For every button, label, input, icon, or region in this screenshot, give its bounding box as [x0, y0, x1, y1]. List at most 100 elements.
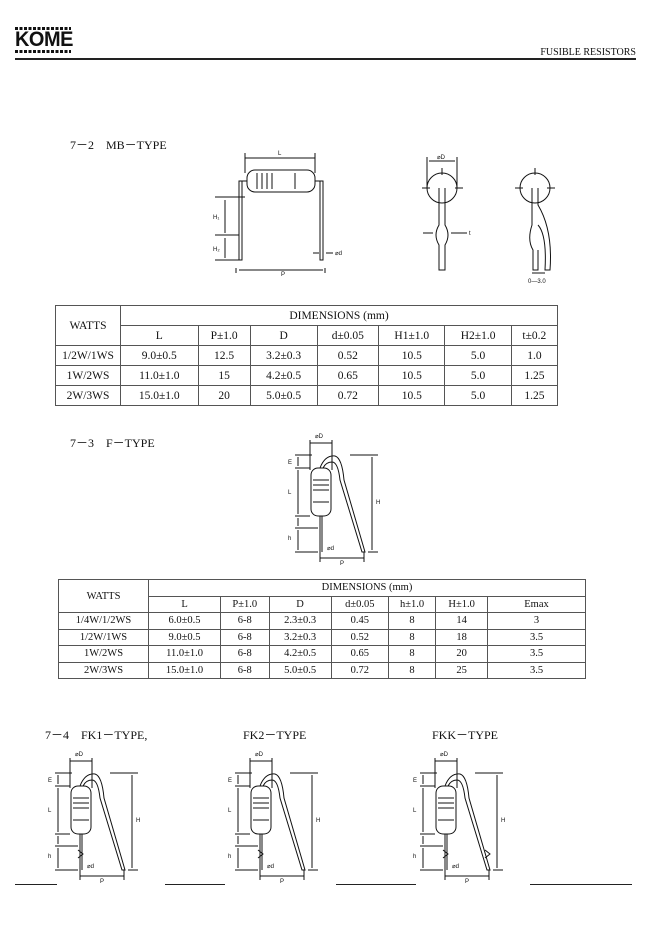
dimension-cell: 15.0±1.0: [120, 385, 199, 406]
label-D: ⌀D: [315, 434, 324, 440]
label-gap: 0—3.0: [528, 279, 546, 285]
dimension-cell: 11.0±1.0: [120, 365, 199, 386]
header-dimensions: DIMENSIONS (mm): [148, 579, 586, 597]
col-header: L: [120, 325, 199, 346]
label-E: E: [288, 460, 292, 466]
f-type-diagram: ⌀D E L h H ⌀d P: [288, 434, 380, 567]
label-D: ⌀D: [440, 752, 449, 758]
dimension-cell: 3.2±0.3: [249, 345, 318, 366]
dimension-cell: 1.25: [510, 385, 559, 406]
dimension-cell: 10.5: [378, 385, 446, 406]
watts-cell: 1/2W/1WS: [55, 345, 121, 366]
label-H: H: [501, 818, 505, 824]
label-h: h: [48, 854, 51, 860]
col-header: H±1.0: [435, 595, 488, 613]
label-P: P: [340, 561, 344, 567]
dimension-cell: 0.52: [330, 628, 389, 646]
bottom-rule: [15, 884, 57, 886]
section-title-fkk: FKK－TYPE: [432, 728, 499, 742]
dimension-cell: 6-8: [220, 612, 270, 630]
dimension-cell: 8: [387, 612, 437, 630]
dimension-cell: 8: [387, 628, 437, 646]
label-H: H: [316, 818, 320, 824]
dimension-cell: 15.0±1.0: [147, 661, 222, 679]
dimension-cell: 11.0±1.0: [147, 645, 222, 663]
dimension-cell: 5.0±0.5: [268, 661, 332, 679]
label-d: ⌀d: [267, 864, 274, 870]
header-divider: [15, 58, 636, 60]
col-header: D: [268, 595, 332, 613]
watts-cell: 2W/3WS: [55, 385, 121, 406]
col-header: P±1.0: [220, 595, 270, 613]
col-header: D: [249, 325, 318, 346]
f-dimensions-table: WATTS DIMENSIONS (mm) L P±1.0 D d±0.05 h…: [58, 579, 586, 679]
watts-cell: 1W/2WS: [55, 365, 121, 386]
label-h: h: [228, 854, 231, 860]
label-H: H: [136, 818, 140, 824]
dimension-cell: 0.65: [316, 365, 380, 386]
dimension-cell: 5.0: [444, 345, 512, 366]
label-d: ⌀d: [335, 251, 342, 257]
fk2-type-diagram: ⌀D E L h H ⌀d P: [228, 752, 320, 885]
col-header: P±1.0: [197, 325, 251, 346]
kome-logo: KOME: [15, 27, 73, 53]
watts-cell: 2W/3WS: [58, 661, 149, 679]
col-header: L: [147, 595, 222, 613]
label-d: ⌀d: [327, 546, 334, 552]
dimension-cell: 9.0±0.5: [120, 345, 199, 366]
col-header: d±0.05: [316, 325, 380, 346]
section-title-f: 7－3 F－TYPE: [70, 436, 155, 450]
dimension-cell: 2.3±0.3: [268, 612, 332, 630]
dimension-cell: 1.25: [510, 365, 559, 386]
watts-cell: 1/2W/1WS: [58, 628, 149, 646]
label-L: L: [278, 151, 282, 157]
col-header: h±1.0: [387, 595, 437, 613]
label-D: ⌀D: [437, 155, 446, 161]
dimension-cell: 20: [435, 645, 488, 663]
dimension-cell: 20: [197, 385, 251, 406]
dimension-cell: 5.0: [444, 365, 512, 386]
label-L: L: [288, 490, 292, 496]
dimension-cell: 6-8: [220, 661, 270, 679]
fk1-type-diagram: ⌀D E L h H ⌀d P: [48, 752, 140, 885]
dimension-cell: 12.5: [197, 345, 251, 366]
label-H2: H₂: [213, 247, 220, 253]
label-H: H: [376, 500, 380, 506]
fkk-type-diagram: ⌀D E L h H ⌀d P: [413, 752, 505, 885]
header-title: FUSIBLE RESISTORS: [540, 47, 636, 58]
label-P: P: [280, 879, 284, 885]
dimension-cell: 8: [387, 645, 437, 663]
dimension-cell: 0.52: [316, 345, 380, 366]
label-L: L: [228, 808, 232, 814]
label-H1: H₁: [213, 215, 219, 221]
dimension-cell: 4.2±0.5: [268, 645, 332, 663]
watts-cell: 1/4W/1/2WS: [58, 612, 149, 630]
section-title-fk1: 7－4 FK1－TYPE,: [45, 728, 148, 742]
header-watts: WATTS: [55, 305, 121, 346]
label-P: P: [100, 879, 104, 885]
dimension-cell: 6.0±0.5: [147, 612, 222, 630]
dimension-cell: 8: [387, 661, 437, 679]
label-D: ⌀D: [75, 752, 84, 758]
section-title-mb: 7－2 MB－TYPE: [70, 138, 167, 152]
label-h: h: [413, 854, 416, 860]
label-h: h: [288, 536, 291, 542]
bottom-rule: [336, 884, 416, 886]
dimension-cell: 0.72: [330, 661, 389, 679]
section-title-fk2: FK2－TYPE: [243, 728, 307, 742]
dimension-cell: 5.0: [444, 385, 512, 406]
dimension-cell: 10.5: [378, 365, 446, 386]
dimension-cell: 3.5: [487, 628, 586, 646]
label-d: ⌀d: [87, 864, 94, 870]
dimension-cell: 15: [197, 365, 251, 386]
dimension-cell: 3.5: [487, 661, 586, 679]
header-watts: WATTS: [58, 579, 149, 613]
label-L: L: [48, 808, 52, 814]
